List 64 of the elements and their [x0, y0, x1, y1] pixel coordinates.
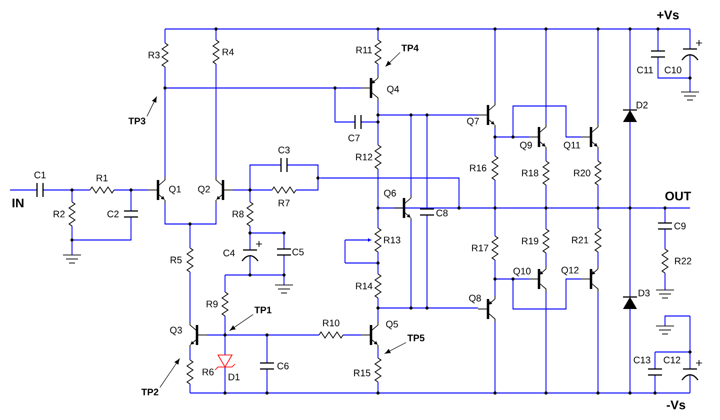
- component-label: R12: [356, 154, 372, 160]
- leader-line: [146, 96, 157, 117]
- terminal-label: IN: [12, 198, 24, 208]
- component-label: C11: [637, 66, 653, 74]
- test-point-label: TP4: [401, 44, 419, 52]
- component-label: Q2: [198, 186, 210, 194]
- component-label: Q12: [561, 266, 578, 276]
- component-label: D2: [636, 102, 648, 108]
- component-label: R2: [54, 210, 65, 218]
- terminal-label: +Vs: [657, 10, 679, 20]
- component-label: Q10: [513, 268, 531, 276]
- component-label: R15: [354, 370, 370, 376]
- leader-line: [386, 52, 400, 66]
- component-label: R4: [222, 48, 234, 56]
- component-label: D3: [638, 290, 650, 296]
- component-label: C3: [278, 146, 290, 154]
- component-label: R3: [148, 52, 160, 58]
- test-point-label: TP3: [128, 118, 146, 124]
- component-label: C10: [664, 66, 682, 74]
- component-label: C1: [34, 172, 46, 178]
- component-label: C8: [436, 210, 448, 216]
- component-label: C7: [348, 134, 360, 142]
- component-label: Q4: [387, 86, 400, 94]
- component-label: C5: [292, 248, 304, 256]
- component-label: Q8: [469, 294, 481, 304]
- component-label: R18: [522, 170, 538, 176]
- component-label: R10: [323, 320, 340, 326]
- component-label: R1: [96, 174, 108, 182]
- test-point-label: TP5: [407, 334, 424, 342]
- component-label: Q6: [384, 190, 396, 198]
- component-label: R7: [278, 200, 290, 206]
- component-label: R20: [574, 170, 590, 176]
- component-label: R17: [472, 244, 488, 252]
- component-label: R11: [356, 46, 372, 54]
- terminal-label: -Vs: [666, 400, 686, 410]
- component-label: C9: [674, 222, 686, 230]
- component-label: C12: [664, 356, 680, 364]
- component-label: R19: [522, 238, 538, 244]
- component-label: Q7: [467, 118, 479, 126]
- component-label: D1: [228, 374, 240, 380]
- component-label: R8: [232, 210, 244, 218]
- component-label: R21: [572, 236, 588, 244]
- terminal-label: OUT: [665, 192, 692, 200]
- component-label: Q1: [169, 186, 181, 194]
- component-label: Q5: [386, 320, 398, 330]
- component-label: C4: [223, 250, 235, 256]
- component-label: R14: [356, 282, 372, 290]
- component-label: C2: [107, 210, 119, 218]
- component-label: R5: [170, 256, 182, 264]
- component-label: Q11: [564, 142, 580, 150]
- component-label: C13: [634, 356, 650, 364]
- leader-line: [384, 342, 406, 354]
- component-label: R22: [675, 258, 692, 264]
- component-label: R13: [384, 236, 400, 244]
- component-label: R9: [206, 300, 218, 308]
- component-label: Q9: [520, 142, 532, 150]
- test-point-label: TP1: [254, 306, 272, 314]
- test-point-label: TP2: [141, 388, 158, 396]
- component-label: C6: [277, 362, 289, 370]
- leader-line: [230, 314, 254, 331]
- component-label: R6: [202, 368, 214, 376]
- component-label: Q3: [170, 326, 182, 336]
- leader-line: [160, 358, 180, 388]
- component-label: R16: [470, 164, 486, 172]
